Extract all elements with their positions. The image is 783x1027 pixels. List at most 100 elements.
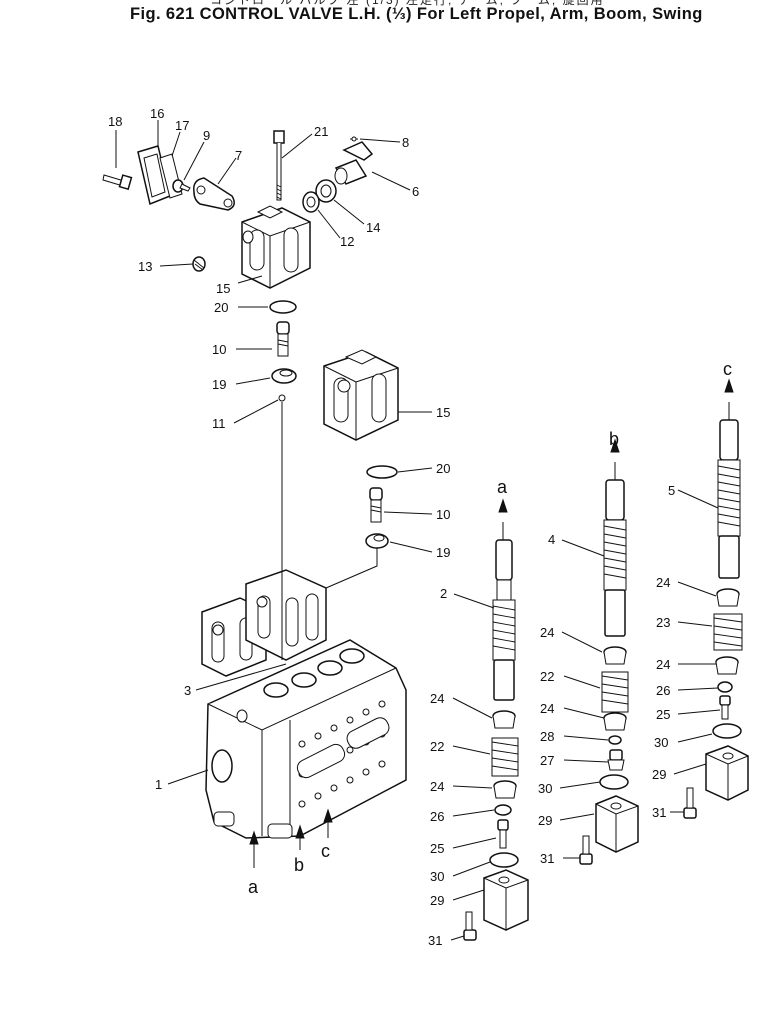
part-retainer-24-c2 [715,656,739,675]
part-oring-30-b [599,774,629,790]
callout-25-c: 25 [656,707,670,722]
port-letter-a-bottom: a [248,877,259,897]
callout-16: 16 [150,106,164,121]
callout-7: 7 [235,148,242,163]
port-letters: a b c a b c [248,359,732,897]
part-bearing-12 [302,191,320,213]
part-bolt-25-a [497,819,509,849]
callout-14: 14 [366,220,380,235]
callout-30-a: 30 [430,869,444,884]
callout-12: 12 [340,234,354,249]
callout-26-c: 26 [656,683,670,698]
callout-24-b1: 24 [540,625,554,640]
callout-24-c2: 24 [656,657,670,672]
part-bolt-18 [102,174,133,191]
part-retainer-24-b2 [603,712,627,731]
part-ball-11 [278,394,286,402]
callout-15-upper: 15 [216,281,230,296]
callout-6: 6 [412,184,419,199]
callout-1: 1 [155,777,162,792]
part-spring-22-a [491,737,519,777]
part-bolt-25-c [719,695,731,720]
part-retainer-24-b1 [603,646,627,665]
part-plunger-10-middle [369,487,383,523]
figure-title: Fig. 621 CONTROL VALVE L.H. (⅓) For Left… [130,5,703,23]
callout-17: 17 [175,118,189,133]
port-letter-c-bottom: c [321,841,330,861]
callout-numbers: 18 16 17 9 7 21 8 6 14 12 13 15 20 10 19… [108,106,675,948]
part-bolt-31-b [579,835,593,865]
part-cap-29-a [483,869,529,931]
callout-19-middle: 19 [436,545,450,560]
part-spool-4 [603,479,627,637]
part-oring-30-a [489,852,519,868]
callout-31-a: 31 [428,933,442,948]
part-oring-20-upper [269,300,297,314]
callout-24-c1: 24 [656,575,670,590]
callout-10-middle: 10 [436,507,450,522]
callout-22-b: 22 [540,669,554,684]
port-letter-a-top: a [497,477,508,497]
part-retainer-24-a1 [492,710,516,729]
part-ring-28 [608,735,622,745]
callout-26-a: 26 [430,809,444,824]
callout-29-c: 29 [652,767,666,782]
part-housing-15-middle [323,349,399,441]
callout-29-b: 29 [538,813,552,828]
callout-24-a2: 24 [430,779,444,794]
part-plunger-10-upper [276,321,290,357]
callout-27: 27 [540,753,554,768]
port-letter-c-top: c [723,359,732,379]
callout-9: 9 [203,128,210,143]
part-washer-26-c [717,681,733,693]
part-spring-22-b [601,671,629,713]
callout-30-c: 30 [654,735,668,750]
part-bolt-31-a [463,911,477,941]
part-spring-23 [713,613,743,651]
callout-28: 28 [540,729,554,744]
port-letter-b-top: b [609,429,619,449]
callout-2: 2 [440,586,447,601]
callout-4: 4 [548,532,555,547]
callout-30-b: 30 [538,781,552,796]
part-oring-30-c [712,723,742,739]
port-letter-b-bottom: b [294,855,304,875]
leader-lines [115,120,734,941]
part-cap-29-c [705,745,749,801]
callout-22-a: 22 [430,739,444,754]
callout-24-a1: 24 [430,691,444,706]
japanese-title: コントロール バルブ 左 (1/3) 左走行, アーム, ブーム, 旋回用 [210,0,605,7]
part-lever-6 [334,141,374,185]
part-bolt-31-c [683,787,697,819]
part-retainer-24-a2 [493,780,517,799]
callout-25-a: 25 [430,841,444,856]
part-washer-26-a [494,804,512,816]
part-screw-9 [172,179,191,193]
callout-31-c: 31 [652,805,666,820]
callout-15-middle: 15 [436,405,450,420]
part-housing-15-upper [241,205,311,289]
callout-20-upper: 20 [214,300,228,315]
part-bearing-13 [192,256,206,272]
figure-header: コントロール バルブ 左 (1/3) 左走行, アーム, ブーム, 旋回用 Fi… [0,0,783,30]
callout-21: 21 [314,124,328,139]
part-spool-5 [717,419,741,579]
part-seal-14 [315,179,337,203]
part-retainer-24-c1 [716,588,740,607]
callout-8: 8 [402,135,409,150]
callout-29-a: 29 [430,893,444,908]
callout-23: 23 [656,615,670,630]
callout-20-middle: 20 [436,461,450,476]
upper-linkage-assembly [102,130,374,289]
part-spool-2 [492,539,516,701]
callout-31-b: 31 [540,851,554,866]
part-spacer-19-upper [271,368,297,384]
callout-3: 3 [184,683,191,698]
part-pin-8 [350,136,358,142]
callout-24-b2: 24 [540,701,554,716]
callout-13: 13 [138,259,152,274]
callout-11: 11 [212,416,226,431]
part-spacer-19-middle [365,533,389,549]
part-oring-20-middle [366,465,398,479]
